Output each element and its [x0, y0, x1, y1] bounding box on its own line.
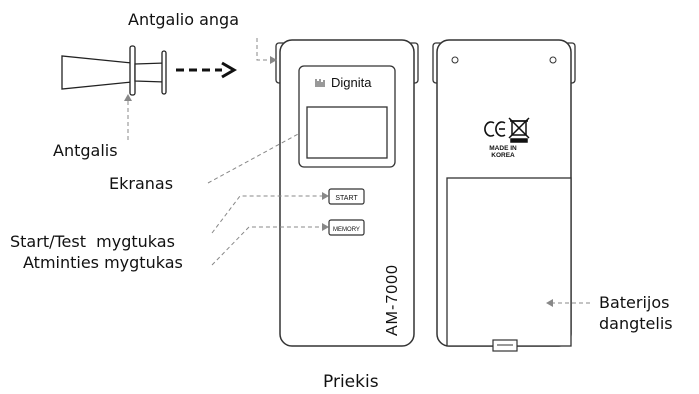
weee-bin-icon: [508, 117, 530, 143]
memory-button-label: MEMORY: [333, 227, 360, 233]
ce-mark-icon: [484, 121, 506, 137]
label-display: Ekranas: [109, 174, 174, 193]
start-button-label: START: [335, 195, 358, 202]
label-battery-cover-line2: dangtelis: [599, 314, 673, 333]
label-mouthpiece-port: Antgalio anga: [128, 10, 239, 29]
device-front: [275, 39, 419, 347]
brand-logo-icon: [315, 79, 325, 87]
mouthpiece: [61, 45, 167, 96]
label-memory-button: Atminties mygtukas: [23, 253, 183, 272]
insert-arrow: [176, 61, 237, 79]
label-mouthpiece: Antgalis: [53, 141, 118, 160]
label-start-button: Start/Test mygtukas: [10, 232, 175, 251]
leader-lines: [127, 38, 590, 304]
brand-name: Dignita: [331, 75, 372, 90]
leader-arrowheads: [124, 56, 553, 307]
model-name: AM-7000: [384, 264, 401, 336]
label-battery-cover-line1: Baterijos: [599, 293, 670, 312]
made-in-line2: KOREA: [491, 152, 515, 159]
made-in-line1: MADE IN: [489, 145, 517, 152]
caption: Priekis: [323, 372, 379, 392]
device-back: [432, 39, 576, 352]
